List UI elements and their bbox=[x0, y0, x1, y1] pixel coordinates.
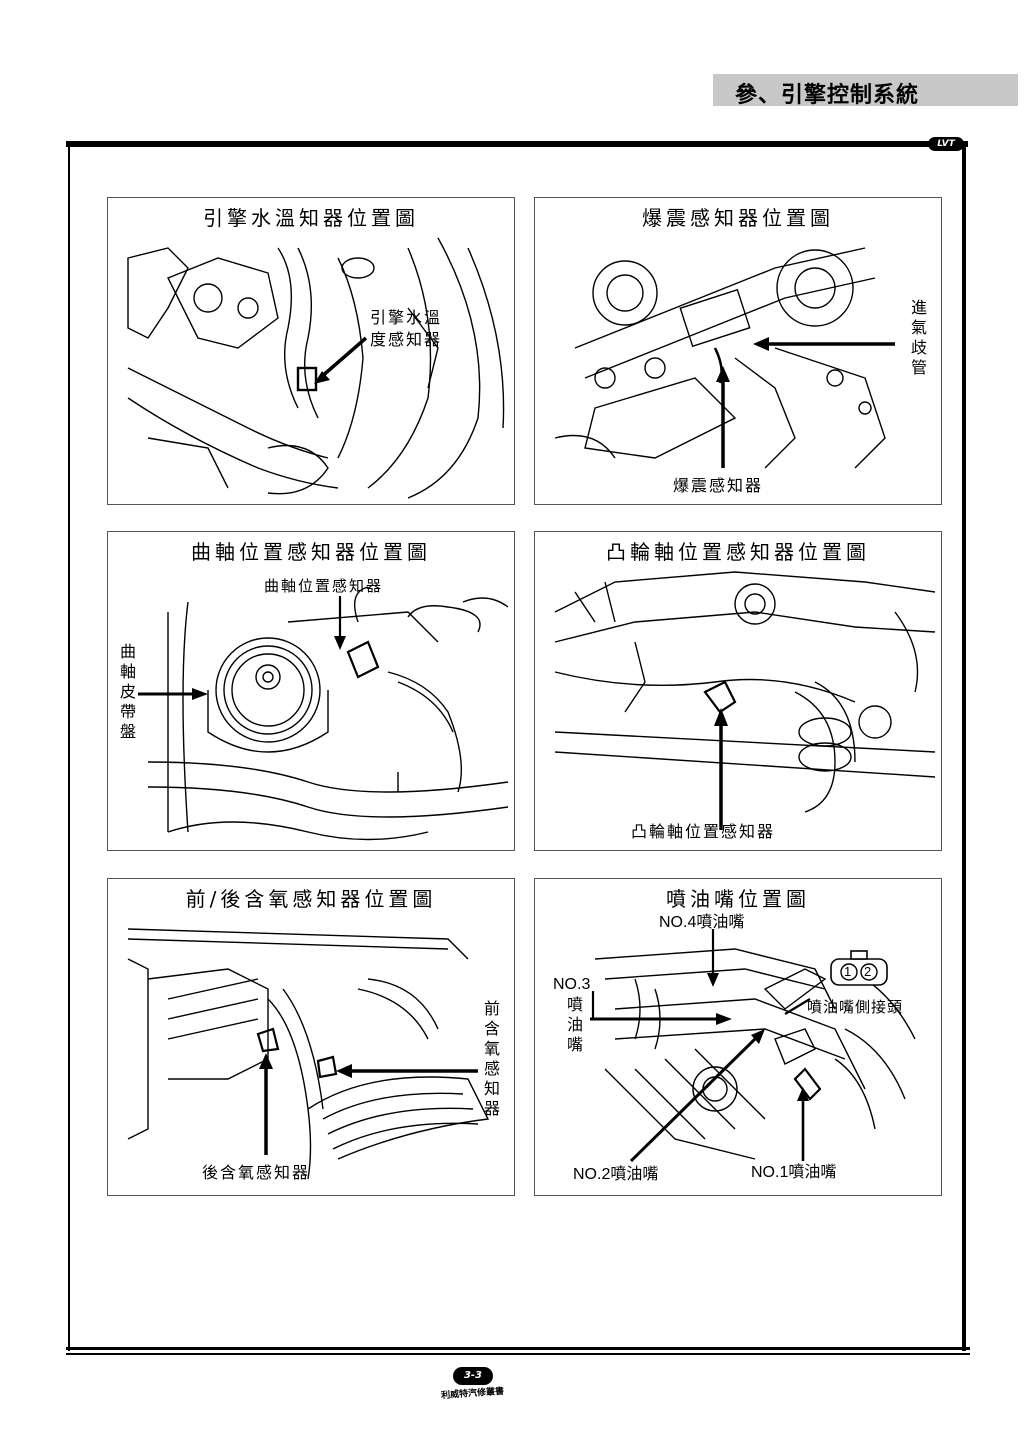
top-rule bbox=[66, 141, 968, 147]
panel-title: 噴油嘴位置圖 bbox=[666, 887, 810, 911]
label-injector-connector: 噴油嘴側接頭 bbox=[807, 998, 904, 1016]
panel-title: 曲軸位置感知器位置圖 bbox=[191, 540, 431, 564]
label-cam-sensor: 凸輪軸位置感知器 bbox=[631, 822, 776, 841]
panel-title: 前/後含氧感知器位置圖 bbox=[185, 887, 437, 911]
label-coolant-sensor-line2: 度感知器 bbox=[370, 330, 443, 349]
panel-title: 爆震感知器位置圖 bbox=[642, 206, 834, 230]
label-front-oxygen-sensor: 前含氧感知器 bbox=[483, 999, 500, 1118]
panel-injectors: 噴油嘴位置圖 NO.4噴油嘴 NO.3 噴油嘴 噴油嘴側接頭 1 2 NO.2噴… bbox=[534, 878, 942, 1196]
connector-icon bbox=[830, 958, 888, 986]
crank-engine-drawing bbox=[138, 586, 509, 841]
coolant-engine-drawing bbox=[127, 237, 505, 499]
panel-coolant-sensor: 引擎水溫知器位置圖 引擎水溫 度感知器 bbox=[107, 197, 515, 505]
label-injector-no2: NO.2噴油嘴 bbox=[573, 1166, 659, 1183]
panel-crank-sensor: 曲軸位置感知器位置圖 曲軸位置感知器 曲軸皮帶盤 bbox=[107, 531, 515, 851]
connector-pin-2: 2 bbox=[864, 964, 872, 979]
label-crank-sensor: 曲軸位置感知器 bbox=[264, 577, 384, 595]
label-rear-oxygen-sensor: 後含氧感知器 bbox=[202, 1163, 311, 1182]
label-injector-no3-suffix: 噴油嘴 bbox=[566, 995, 583, 1054]
bottom-rule bbox=[66, 1347, 970, 1350]
knock-engine-drawing bbox=[554, 247, 895, 469]
page-frame bbox=[68, 146, 966, 1351]
publisher-name: 利威特汽修叢書 bbox=[440, 1386, 505, 1402]
label-injector-no1: NO.1噴油嘴 bbox=[751, 1164, 837, 1181]
connector-pin-1: 1 bbox=[844, 964, 852, 979]
page-number-badge: 3-3 bbox=[453, 1367, 493, 1385]
label-injector-no4: NO.4噴油嘴 bbox=[659, 914, 745, 931]
label-crank-pulley: 曲軸皮帶盤 bbox=[119, 642, 136, 741]
label-coolant-sensor-line1: 引擎水溫 bbox=[370, 308, 443, 327]
label-injector-no3: NO.3 bbox=[553, 976, 591, 993]
label-knock-sensor: 爆震感知器 bbox=[673, 476, 764, 495]
panel-cam-sensor: 凸輪軸位置感知器位置圖 凸輪軸位置感知器 bbox=[534, 531, 942, 851]
oxygen-engine-drawing bbox=[127, 928, 490, 1180]
cam-engine-drawing bbox=[554, 571, 936, 830]
panel-title: 凸輪軸位置感知器位置圖 bbox=[606, 540, 870, 564]
section-title: 參、引擎控制系統 bbox=[735, 83, 920, 108]
section-header-tab: 參、引擎控制系統 bbox=[713, 74, 1018, 108]
label-intake-manifold: 進氣歧管 bbox=[910, 298, 927, 377]
brand-logo: LVT bbox=[928, 137, 964, 151]
panel-knock-sensor: 爆震感知器位置圖 進氣歧管 爆震感知器 bbox=[534, 197, 942, 505]
panel-title: 引擎水溫知器位置圖 bbox=[203, 206, 419, 230]
bottom-rule-thin bbox=[66, 1353, 970, 1355]
panel-oxygen-sensors: 前/後含氧感知器位置圖 前含氧感知器 後含氧感知器 bbox=[107, 878, 515, 1196]
injector-engine-drawing bbox=[590, 929, 916, 1163]
